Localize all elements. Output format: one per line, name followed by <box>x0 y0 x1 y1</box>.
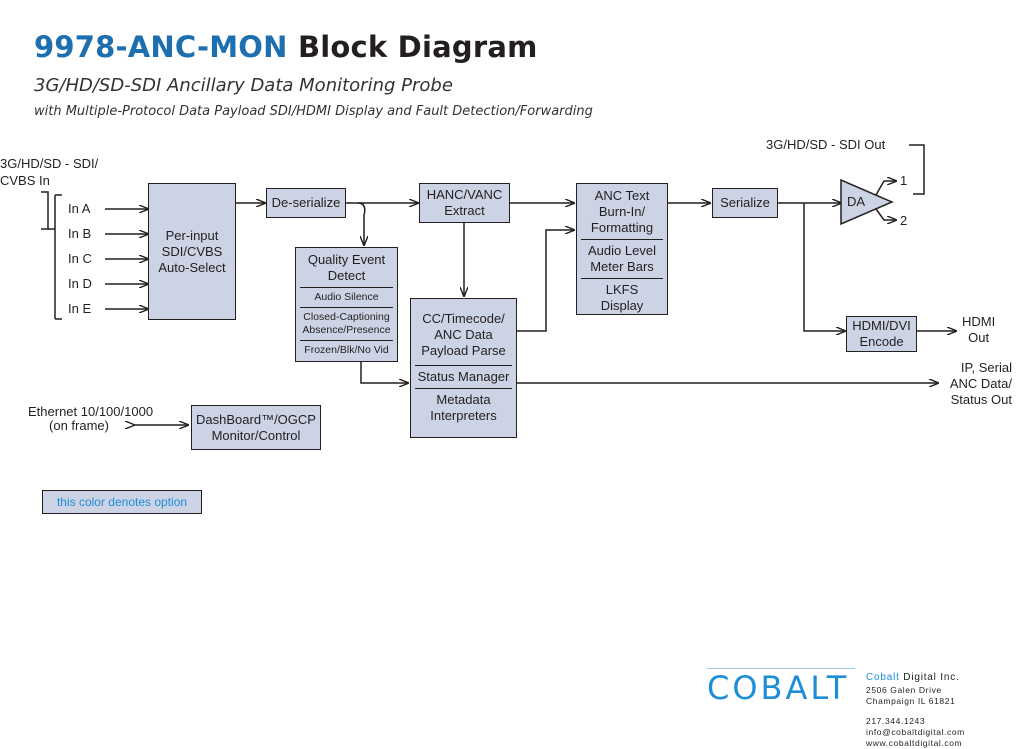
hdmi-line2: Encode <box>859 334 904 349</box>
company-address1: 2506 Galen Drive <box>866 685 942 695</box>
divider <box>580 278 664 279</box>
company-name: Cobalt Digital Inc. <box>866 672 960 683</box>
dashboard-line2: Monitor/Control <box>211 427 301 443</box>
sdi-out-label: 3G/HD/SD - SDI Out <box>766 137 886 152</box>
model-name: 9978-ANC-MON <box>34 30 288 64</box>
input-label-d: In D <box>68 276 92 291</box>
metadata-line1: Metadata <box>436 392 491 407</box>
quality-title-line2: Detect <box>327 268 366 283</box>
hdmi-line1: HDMI/DVI <box>852 318 911 333</box>
burnin-block: ANC Text Burn-In/ Formatting Audio Level… <box>576 183 668 315</box>
company-name-highlight: Cobalt <box>866 672 900 683</box>
hanc-vanc-line1: HANC/VANC <box>426 187 503 202</box>
hanc-vanc-line2: Extract <box>444 203 485 218</box>
divider <box>415 365 512 366</box>
arrow-serialize-hdmi <box>803 203 845 331</box>
ethernet-label: Ethernet 10/100/1000 (on frame) <box>28 404 154 433</box>
deserialize-block: De-serialize <box>266 188 346 218</box>
quality-frozen-video: Frozen/Blk/No Vid <box>304 344 389 356</box>
input-heading-line2: CVBS In <box>0 173 50 188</box>
cobalt-logo: COBALT <box>707 668 855 707</box>
ip-out-label: IP, Serial ANC Data/ Status Out <box>940 360 1012 408</box>
da-output-1-label: 1 <box>900 173 908 188</box>
audio-meter-line2: Meter Bars <box>590 259 654 274</box>
auto-select-line3: Auto-Select <box>158 259 226 275</box>
divider <box>580 239 664 240</box>
input-label-e: In E <box>68 301 92 316</box>
hdmi-encode-block: HDMI/DVI Encode <box>846 316 917 352</box>
da-output-2 <box>875 208 896 220</box>
cc-parse-line3: Payload Parse <box>421 343 506 358</box>
da-amplifier <box>840 178 894 226</box>
da-output-2-label: 2 <box>900 213 908 228</box>
da-output-1 <box>875 181 896 196</box>
divider <box>300 287 393 288</box>
option-legend: this color denotes option <box>42 490 202 514</box>
quality-event-block: Quality Event Detect Audio Silence Close… <box>295 247 398 362</box>
ethernet-line2: (on frame) <box>49 418 109 433</box>
input-label-b: In B <box>68 226 92 241</box>
company-address2: Champaign IL 61821 <box>866 696 956 706</box>
diagram-title: 9978-ANC-MON Block Diagram <box>34 30 538 64</box>
metadata-line2: Interpreters <box>430 408 497 423</box>
ip-out-line2: ANC Data/ <box>949 376 1012 391</box>
quality-title-line1: Quality Event <box>307 252 386 267</box>
sdi-out-bracket <box>909 144 925 195</box>
hanc-vanc-block: HANC/VANC Extract <box>419 183 510 223</box>
input-bracket <box>41 191 49 230</box>
hdmi-out-line1: HDMI <box>962 314 996 329</box>
divider <box>300 340 393 341</box>
burnin-line1: ANC Text <box>594 188 650 203</box>
title-text: Block Diagram <box>297 30 538 64</box>
subtitle: 3G/HD/SD-SDI Ancillary Data Monitoring P… <box>34 75 453 96</box>
status-manager-label: Status Manager <box>417 369 510 384</box>
ethernet-line1: Ethernet 10/100/1000 <box>28 404 154 419</box>
ip-out-line3: Status Out <box>950 392 1012 407</box>
divider <box>415 388 512 389</box>
input-label-c: In C <box>68 251 92 266</box>
audio-meter-line1: Audio Level <box>588 243 656 258</box>
auto-select-line1: Per-input <box>165 227 219 243</box>
burnin-line3: Formatting <box>590 220 654 235</box>
lkfs-line2: Display <box>600 298 644 313</box>
lkfs-line1: LKFS <box>605 282 639 297</box>
ip-out-line1: IP, Serial <box>960 360 1012 375</box>
da-label: DA <box>847 194 866 209</box>
quality-closed-captioning: Closed-Captioning Absence/Presence <box>302 311 391 336</box>
auto-select-block: Per-input SDI/CVBS Auto-Select <box>148 183 236 320</box>
hdmi-out-line2: Out <box>968 330 990 345</box>
input-heading-line1: 3G/HD/SD - SDI/ <box>0 156 99 171</box>
serialize-block: Serialize <box>712 188 778 218</box>
subtitle-secondary: with Multiple-Protocol Data Payload SDI/… <box>34 104 593 119</box>
arrow-ccparse-burnin <box>517 230 574 332</box>
auto-select-line2: SDI/CVBS <box>161 243 223 259</box>
divider <box>300 307 393 308</box>
quality-audio-silence: Audio Silence <box>314 291 379 303</box>
burnin-line2: Burn-In/ <box>598 204 646 219</box>
company-phone: 217.344.1243 <box>866 716 926 726</box>
cc-parse-block: CC/Timecode/ ANC Data Payload Parse Stat… <box>410 298 517 438</box>
company-name-rest: Digital Inc. <box>899 672 960 683</box>
dashboard-block: DashBoard™/OGCP Monitor/Control <box>191 405 321 450</box>
cc-parse-line2: ANC Data <box>434 327 493 342</box>
dashboard-line1: DashBoard™/OGCP <box>196 411 316 427</box>
arrow-deserialize-quality <box>357 202 365 245</box>
deserialize-label: De-serialize <box>271 195 341 210</box>
input-label-a: In A <box>68 201 91 216</box>
company-email: info@cobaltdigital.com <box>866 727 965 737</box>
arrow-quality-status <box>360 362 408 383</box>
cc-parse-line1: CC/Timecode/ <box>422 311 505 326</box>
serialize-label: Serialize <box>720 195 770 210</box>
company-website: www.cobaltdigital.com <box>866 738 963 748</box>
hdmi-out-label: HDMI Out <box>962 314 995 346</box>
